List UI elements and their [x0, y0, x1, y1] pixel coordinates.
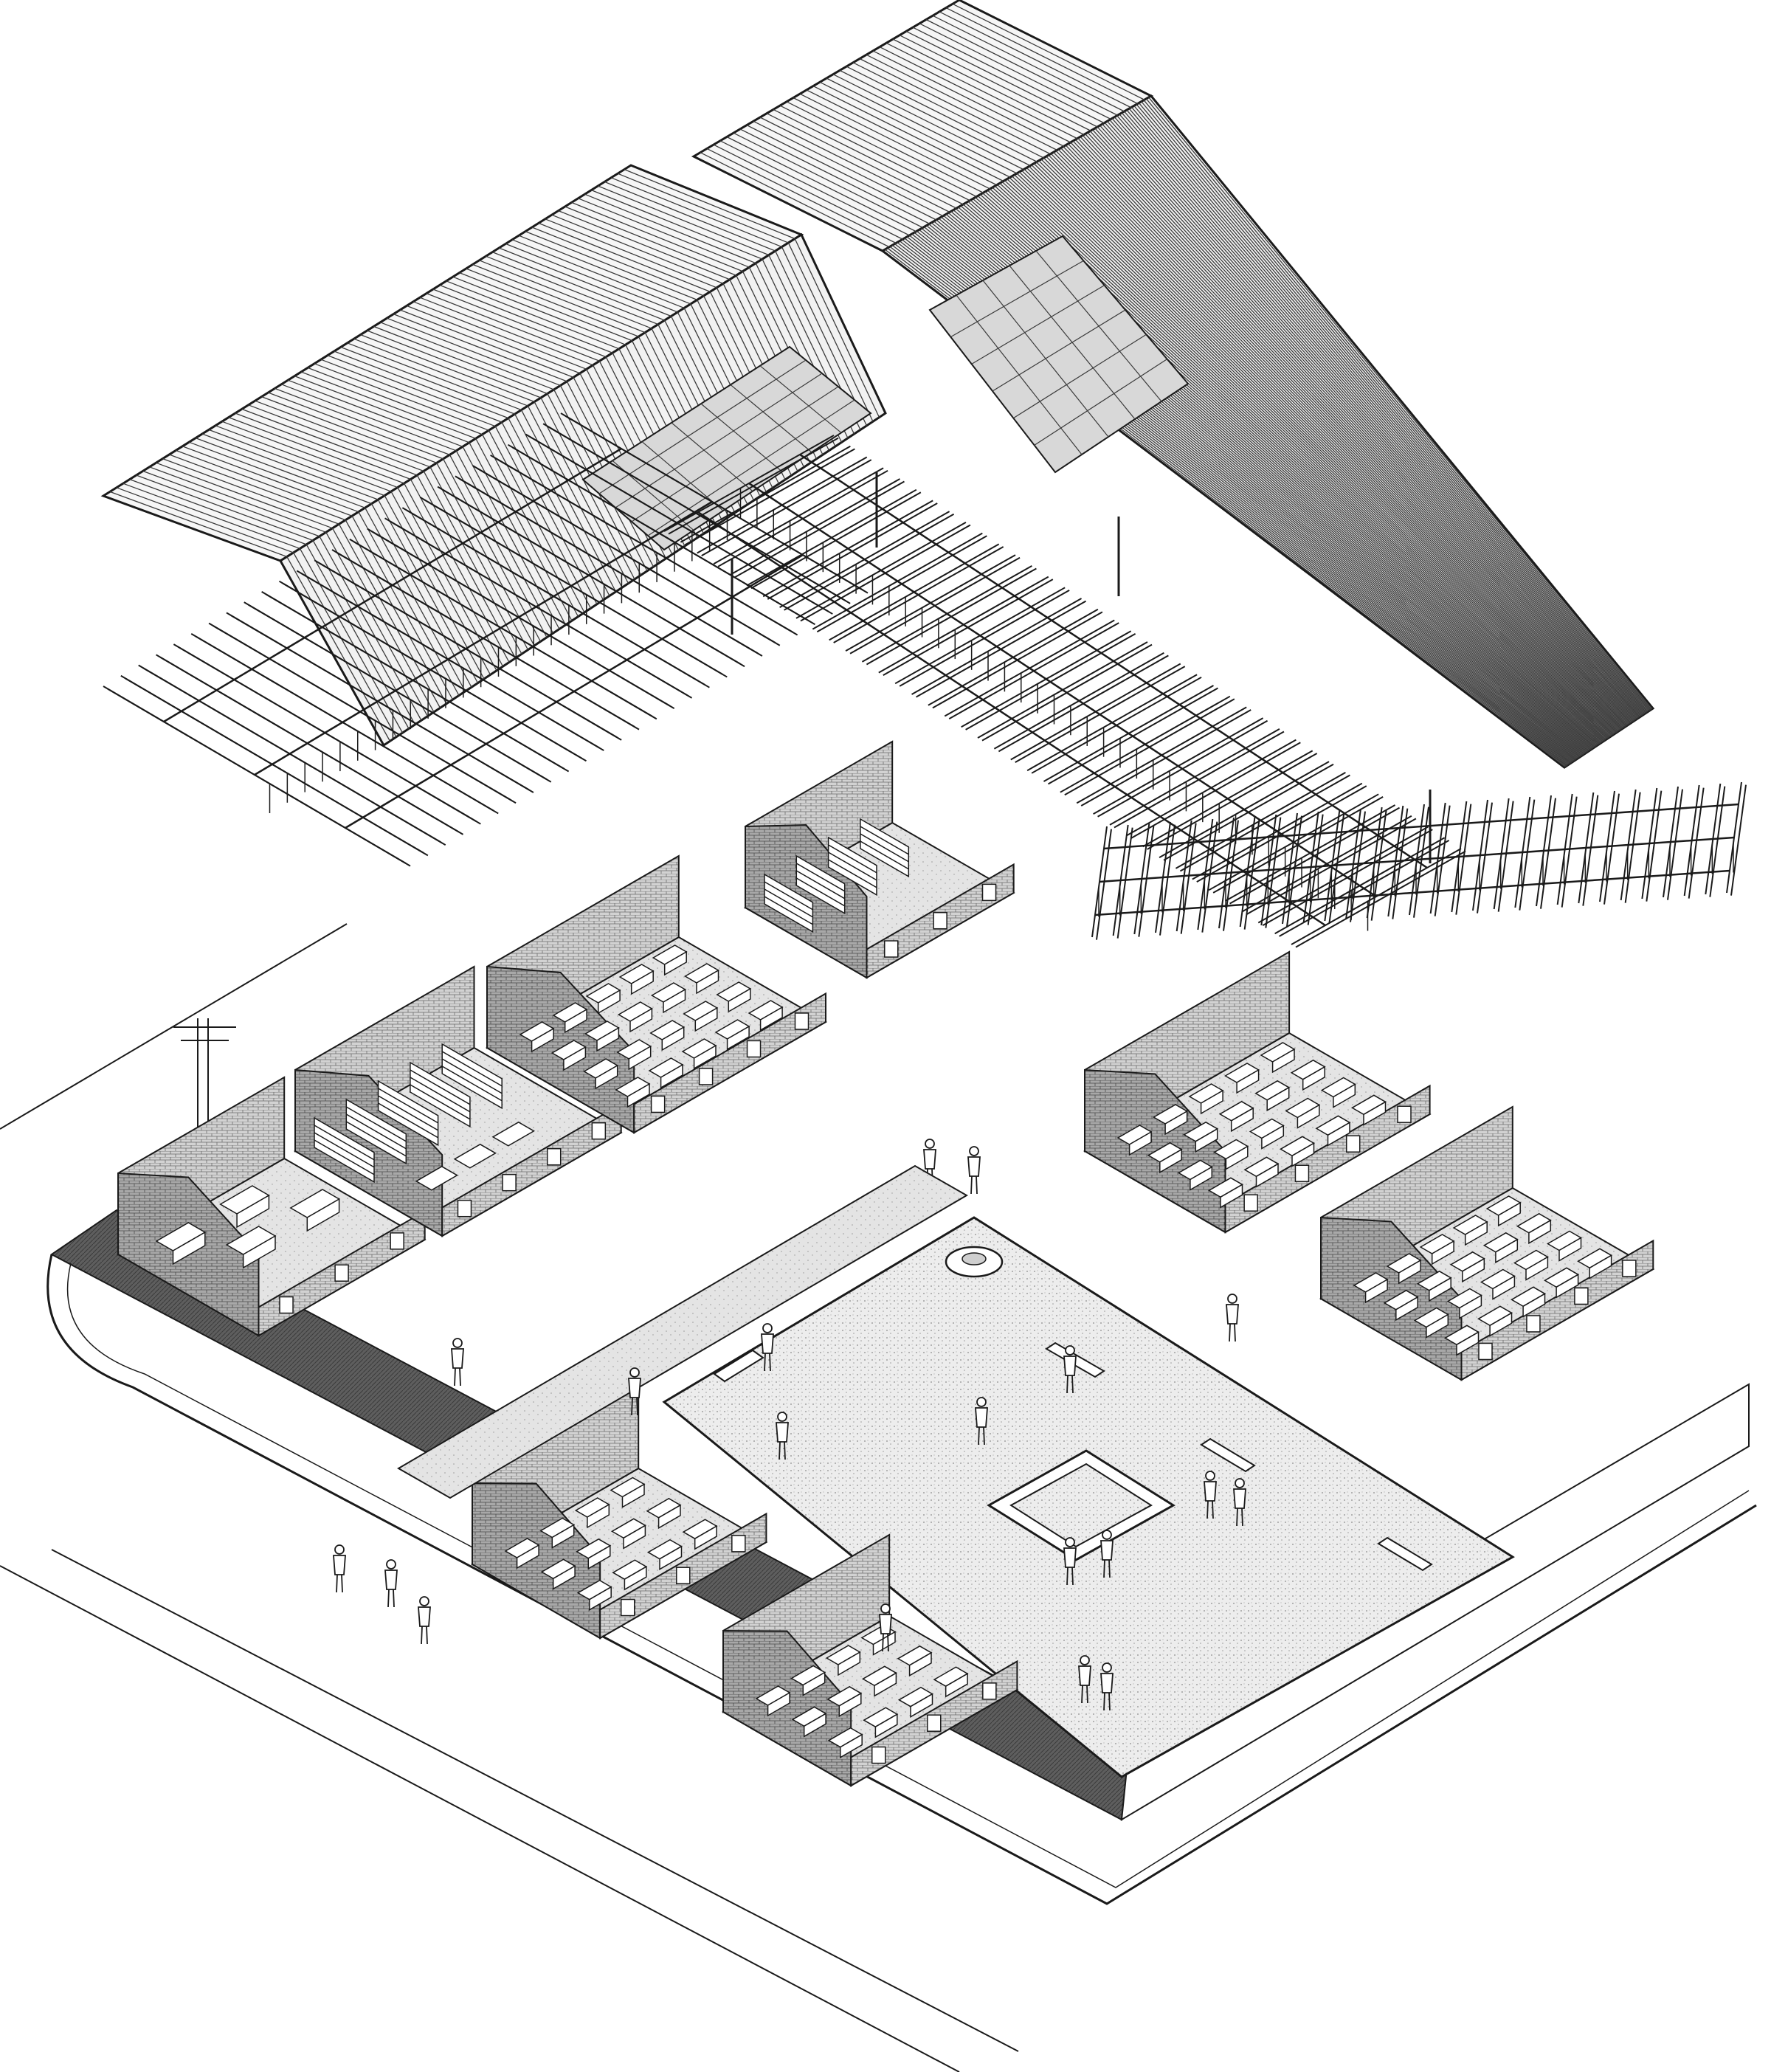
truss-member [1536, 795, 1556, 909]
square-planter [987, 1449, 1176, 1561]
window [1243, 1194, 1258, 1212]
room-workshop [116, 1076, 427, 1337]
person-figure [1100, 1530, 1114, 1578]
truss-member [1663, 786, 1683, 900]
window [1345, 1135, 1361, 1153]
person-figure [967, 1146, 981, 1195]
truss-member [1726, 781, 1747, 896]
rooms [116, 740, 1655, 1787]
window [1526, 1315, 1541, 1333]
window [457, 1199, 472, 1218]
window [620, 1598, 635, 1617]
window [871, 1746, 886, 1764]
window [676, 1567, 691, 1584]
furniture [1353, 1195, 1613, 1356]
window [1397, 1105, 1412, 1123]
person-figure [776, 1412, 789, 1460]
window [981, 883, 997, 902]
truss-member [1620, 789, 1641, 903]
trusses-right [663, 435, 1466, 948]
window [1294, 1164, 1310, 1182]
street-people [333, 1338, 892, 1652]
window [982, 1682, 997, 1700]
furniture [764, 818, 910, 933]
person-figure [1233, 1478, 1246, 1527]
person-figure [451, 1338, 464, 1386]
truss-member [1493, 798, 1514, 912]
person-figure [1078, 1655, 1091, 1704]
window [279, 1296, 294, 1314]
furniture [1116, 1042, 1387, 1209]
room-service [744, 740, 1015, 979]
furniture [755, 1624, 969, 1758]
person-figure [1063, 1345, 1077, 1394]
window [927, 1714, 942, 1732]
truss-member [1705, 783, 1726, 897]
window [502, 1173, 517, 1192]
window [933, 911, 947, 930]
truss-member [1683, 784, 1705, 899]
person-figure [1100, 1662, 1114, 1711]
trusses-left [103, 412, 869, 867]
room-classroom-south-2 [721, 1533, 1019, 1787]
person-figure [418, 1596, 431, 1645]
person-figure [333, 1544, 346, 1593]
person-figure [384, 1559, 398, 1608]
furniture [504, 1477, 718, 1611]
corridor [397, 1164, 968, 1499]
well [945, 1246, 1004, 1278]
table [415, 1165, 458, 1191]
truss-member [1091, 826, 1112, 940]
window [731, 1535, 746, 1553]
window [591, 1122, 607, 1140]
table [453, 1143, 497, 1169]
window [1622, 1260, 1637, 1277]
truss-member [1429, 802, 1451, 916]
window [698, 1068, 714, 1085]
person-figure [1204, 1471, 1217, 1519]
furniture [519, 945, 784, 1108]
window [334, 1264, 349, 1282]
table [491, 1121, 536, 1147]
window [746, 1040, 762, 1058]
truss-member [1112, 824, 1133, 939]
room-classroom-east-1 [1083, 950, 1432, 1234]
window [650, 1095, 666, 1113]
room-library [293, 965, 623, 1237]
window [546, 1147, 562, 1166]
window [1574, 1287, 1589, 1305]
window [390, 1232, 404, 1250]
courtyard-people [761, 1139, 1246, 1711]
furniture [314, 1043, 536, 1191]
person-figure [879, 1603, 892, 1652]
truss-member [1641, 787, 1663, 902]
roof-left [100, 164, 887, 747]
truss-member [1578, 792, 1599, 906]
truss-member [1133, 823, 1155, 937]
window [1478, 1342, 1493, 1361]
furniture [155, 1185, 341, 1269]
person-figure [628, 1367, 641, 1416]
roof-right [691, 0, 1655, 769]
room-classroom-north [485, 854, 828, 1134]
trusses-right-lower [1091, 781, 1747, 940]
room-classroom-east-2 [1319, 1105, 1655, 1381]
truss-member [1599, 790, 1620, 905]
person-figure [761, 1323, 774, 1372]
person-figure [1226, 1294, 1239, 1342]
person-figure [975, 1397, 988, 1446]
truss-member [1387, 805, 1409, 919]
truss-member [1514, 796, 1536, 911]
person-figure [1063, 1537, 1077, 1586]
window [794, 1012, 809, 1030]
window [883, 940, 899, 958]
room-classroom-south-1 [470, 1386, 768, 1640]
courtyard [662, 1139, 1515, 1778]
truss-member [1556, 793, 1578, 908]
truss-member [1472, 799, 1493, 914]
